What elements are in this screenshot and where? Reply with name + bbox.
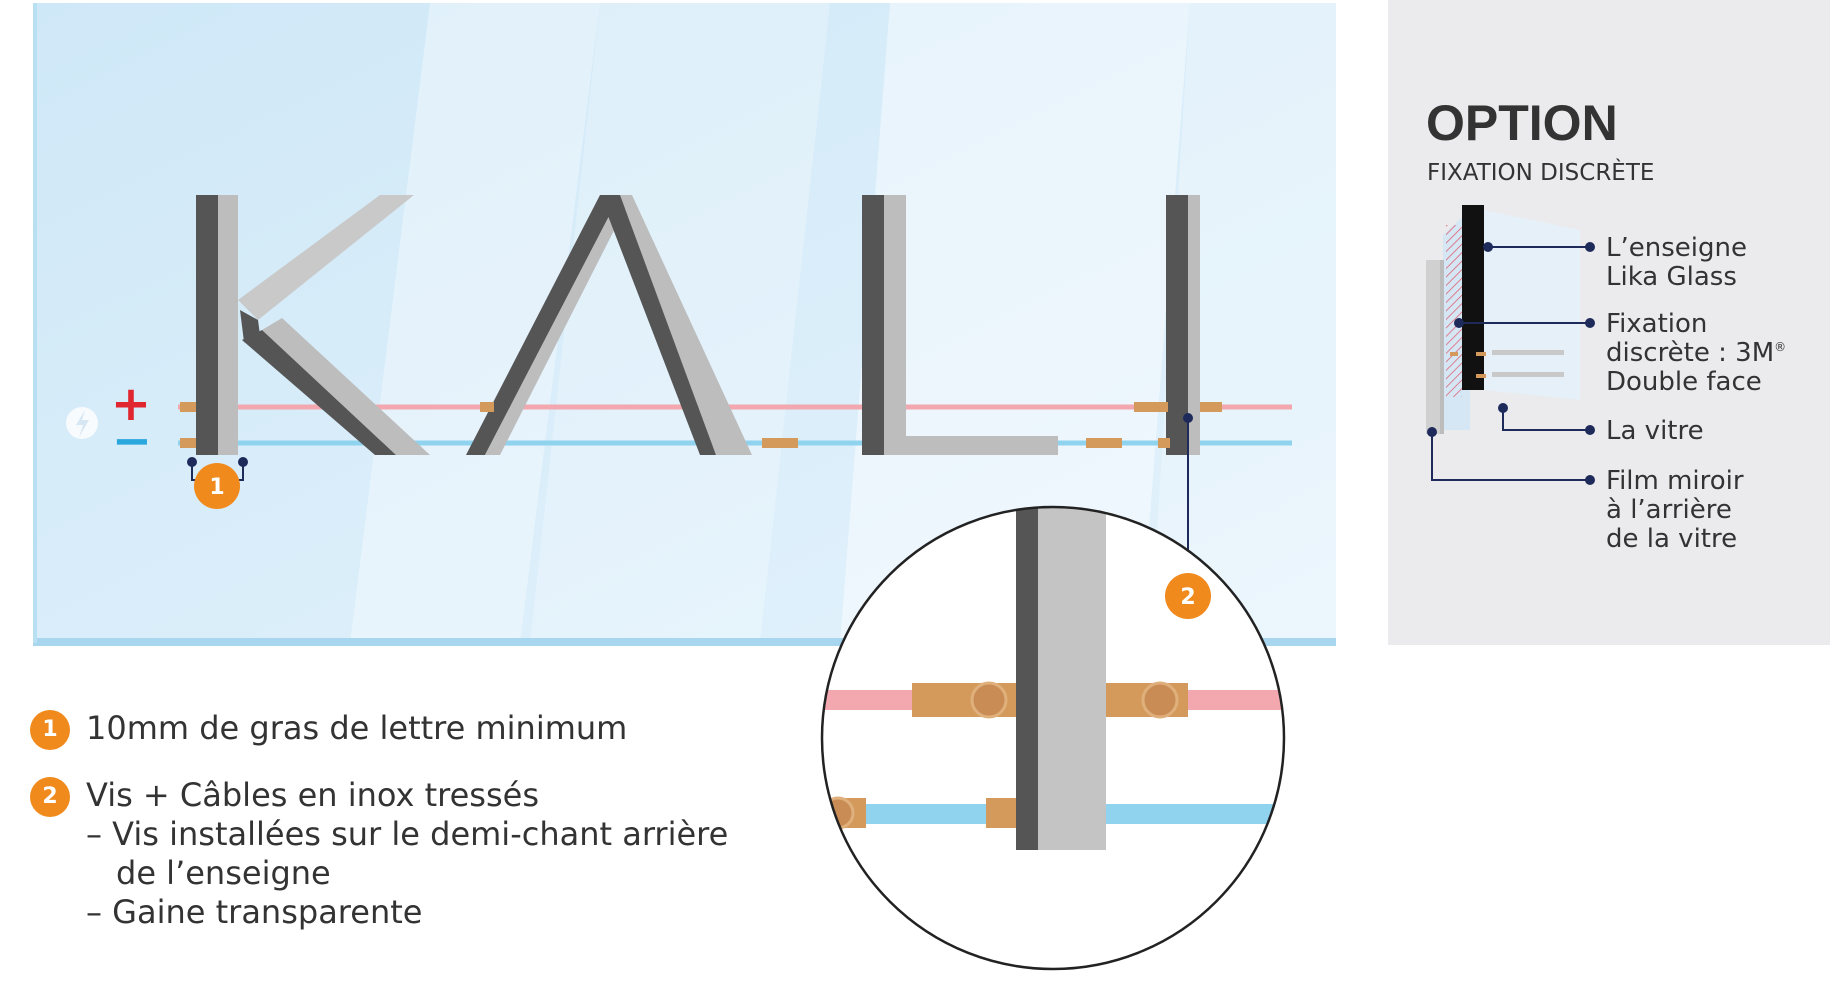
option-title: OPTION [1426, 95, 1618, 151]
legend-badge-2: 2 [30, 777, 70, 817]
option-subtitle: FIXATION DISCRÈTE [1427, 158, 1654, 186]
plus-sign: + [111, 376, 151, 432]
legend-text-2: Vis + Câbles en inox tressés [86, 776, 539, 814]
legend-sub-2: – Gaine transparente [86, 893, 423, 931]
legend-sub-1: – Vis installées sur le demi-chant arriè… [86, 815, 729, 853]
label-fixation-line2: discrète : 3M® [1606, 338, 1786, 368]
cable-screws [180, 402, 1222, 448]
svg-text:1: 1 [209, 475, 224, 500]
label-fixation-sup: ® [1774, 340, 1786, 354]
label-enseigne-line1: L’enseigne [1606, 233, 1747, 263]
legend-text-1: 10mm de gras de lettre minimum [86, 709, 628, 747]
letter-a [466, 195, 752, 455]
letter-k [196, 195, 430, 455]
glass-panel [33, 3, 1336, 646]
svg-text:2: 2 [1180, 585, 1195, 610]
letter-i [1166, 195, 1200, 455]
label-enseigne-line2: Lika Glass [1606, 262, 1737, 292]
legend-badge-1: 1 [30, 710, 70, 750]
option-leader-lines [1431, 246, 1590, 481]
marker-1-badge: 1 [194, 463, 240, 509]
letter-l [862, 195, 1058, 455]
label-film-line1: Film miroir [1606, 466, 1744, 496]
label-vitre: La vitre [1606, 416, 1704, 446]
label-fixation-line3: Double face [1606, 367, 1762, 397]
power-icon [66, 407, 98, 439]
label-film-line3: de la vitre [1606, 524, 1737, 554]
legend-item-1: 1 10mm de gras de lettre minimum [30, 709, 627, 750]
legend-item-2: 2 Vis + Câbles en inox tressés [30, 776, 539, 817]
label-film-line2: à l’arrière [1606, 495, 1732, 525]
minus-sign: − [112, 413, 152, 469]
option-panel: OPTION FIXATION DISCRÈTE [1388, 0, 1830, 645]
legend-sub-1b: de l’enseigne [116, 854, 331, 892]
zoom-detail-circle [820, 505, 1286, 971]
marker-2-badge: 2 [1165, 573, 1211, 619]
label-fixation-line1: Fixation [1606, 309, 1707, 339]
